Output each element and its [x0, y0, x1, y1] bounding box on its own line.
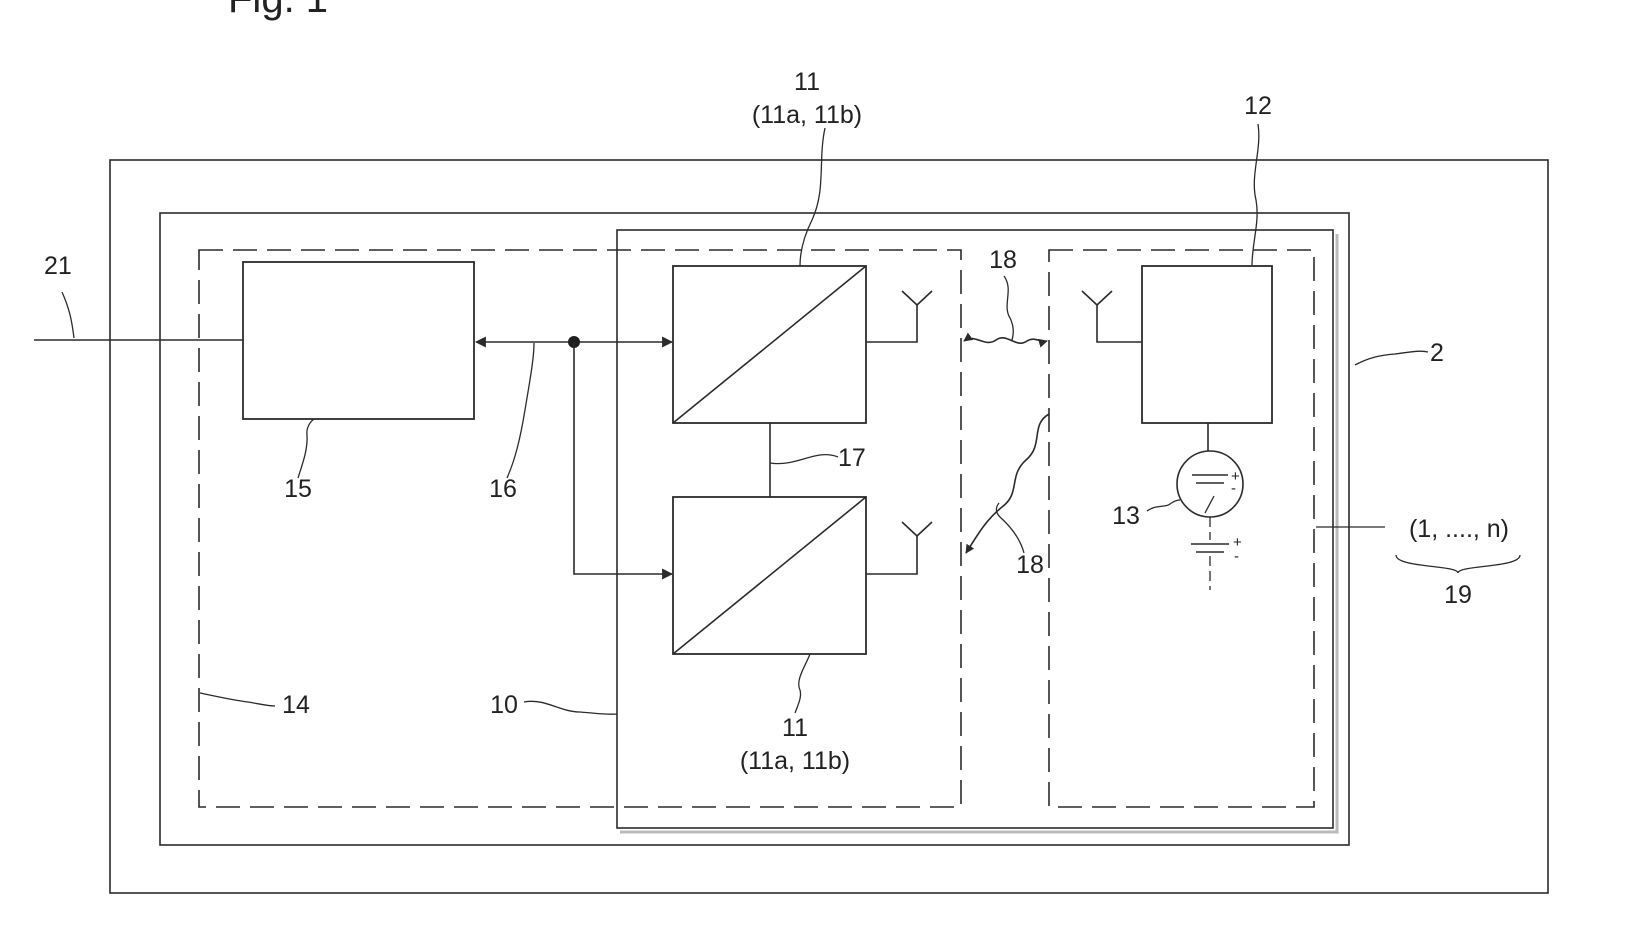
bus-branch: [574, 342, 672, 574]
label-11-bottom: 11: [782, 714, 808, 742]
leader-13: [1147, 500, 1180, 511]
leader-18-mid: [996, 503, 1024, 553]
label-19: 19: [1444, 581, 1472, 609]
antenna-icon: [866, 291, 932, 342]
leader-10: [524, 701, 617, 714]
label-18-mid: 18: [1016, 551, 1044, 579]
label-10: 10: [490, 691, 518, 719]
wireless-link-18-mid: [966, 414, 1049, 553]
leader-21: [62, 292, 74, 338]
ground-battery-minus-sign: -: [1234, 548, 1239, 565]
label-15: 15: [284, 475, 312, 503]
figure-title: Fig. 1: [228, 0, 328, 21]
label-21: 21: [44, 252, 72, 280]
antenna-icon: [1082, 291, 1142, 342]
device-12: [1142, 266, 1272, 423]
label-13: 13: [1112, 502, 1140, 530]
leader-17: [770, 455, 838, 464]
leader-2: [1355, 351, 1428, 365]
ground-battery-icon: [1191, 517, 1229, 590]
leader-11-bottom: [795, 654, 810, 713]
battery-minus-sign: -: [1231, 480, 1236, 497]
leader-18-top: [1004, 276, 1013, 340]
leader-12: [1252, 124, 1259, 266]
label-11-bottom-sub: (11a, 11b): [740, 747, 850, 775]
brace-19: [1396, 555, 1520, 573]
leader-11-top: [800, 128, 825, 266]
wireless-link-18-top: [964, 338, 1047, 343]
label-11-top: 11: [794, 68, 820, 96]
label-18-top: 18: [989, 246, 1017, 274]
leader-14: [200, 693, 275, 706]
label-11-top-sub: (11a, 11b): [752, 101, 862, 129]
label-14: 14: [282, 691, 310, 719]
leader-16: [507, 343, 534, 478]
label-1-to-n: (1, ...., n): [1409, 515, 1509, 543]
label-17: 17: [838, 444, 866, 472]
leader-15: [298, 419, 314, 478]
label-16: 16: [489, 475, 517, 503]
label-2: 2: [1430, 339, 1444, 367]
antenna-icon: [866, 522, 932, 574]
box-15: [243, 262, 474, 419]
label-12: 12: [1244, 92, 1272, 120]
